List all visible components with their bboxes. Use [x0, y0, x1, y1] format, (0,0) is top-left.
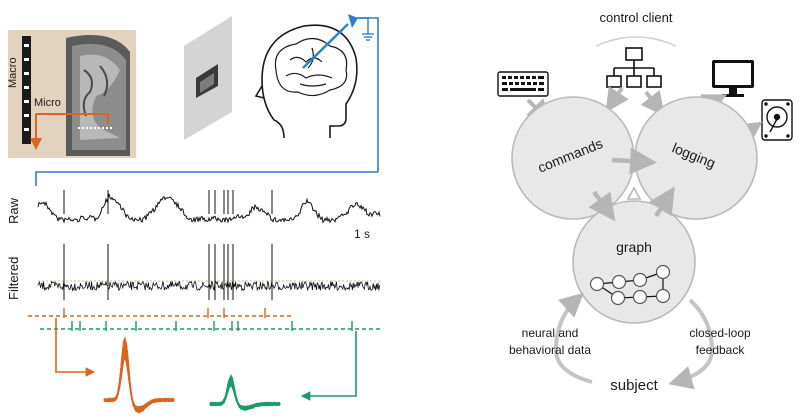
graph-label: graph	[616, 239, 652, 255]
neural-data-label-line2: behavioral data	[509, 343, 591, 357]
filtered-label: Filtered	[6, 257, 21, 300]
monitor-icon	[712, 60, 754, 97]
keyboard-icon	[497, 71, 549, 97]
center-triangle-icon	[626, 186, 642, 200]
graph-to-subject-arrow	[668, 298, 715, 390]
head-outline	[254, 24, 358, 139]
control-client-label: control client	[600, 10, 673, 25]
hard-drive-icon	[761, 99, 793, 141]
orange-unit-raster	[63, 308, 266, 318]
green-unit-waveforms	[209, 374, 281, 412]
graph-to-logging-arrow	[648, 186, 675, 218]
macro-electrode	[22, 36, 31, 144]
right-panel: control client	[497, 10, 793, 394]
neural-data-label-line1: neural and	[522, 326, 579, 340]
orange-unit-waveforms	[103, 335, 175, 414]
mri-image: Macro Micro	[7, 30, 136, 158]
commands-to-client-arrow	[605, 86, 629, 113]
feedback-label-line1: closed-loop	[689, 326, 751, 340]
green-waveform	[209, 374, 281, 410]
orange-waveform	[103, 338, 175, 412]
micro-label: Micro	[34, 97, 61, 109]
logging-to-client-arrow	[640, 90, 665, 117]
brain-drawing	[274, 37, 348, 97]
graph-network-icon	[589, 264, 671, 306]
micro-wire	[36, 113, 109, 124]
scale-bar-label: 1 s	[354, 227, 370, 241]
feedback-label-line2: feedback	[696, 343, 746, 357]
green-unit-arrow	[300, 331, 357, 401]
electrode-lead	[302, 23, 349, 69]
raw-label: Raw	[6, 197, 21, 224]
spike-lines	[63, 190, 273, 300]
network-icon	[606, 47, 662, 88]
amplifier-symbol	[348, 14, 358, 28]
recording-bracket	[35, 171, 378, 186]
subject-to-graph-arrow	[553, 292, 593, 384]
subject-label: subject	[610, 377, 658, 394]
macro-label: Macro	[7, 57, 19, 88]
commands-to-graph-arrow	[588, 190, 616, 222]
raw-trace	[37, 193, 381, 224]
commands-to-logging-arrow	[611, 147, 657, 175]
control-client-arc	[595, 36, 677, 47]
green-unit-raster	[71, 321, 353, 331]
brain-slice-thumbnail	[184, 16, 232, 140]
left-panel: Macro Micro Raw	[6, 14, 382, 414]
orange-unit-arrow	[55, 318, 96, 377]
